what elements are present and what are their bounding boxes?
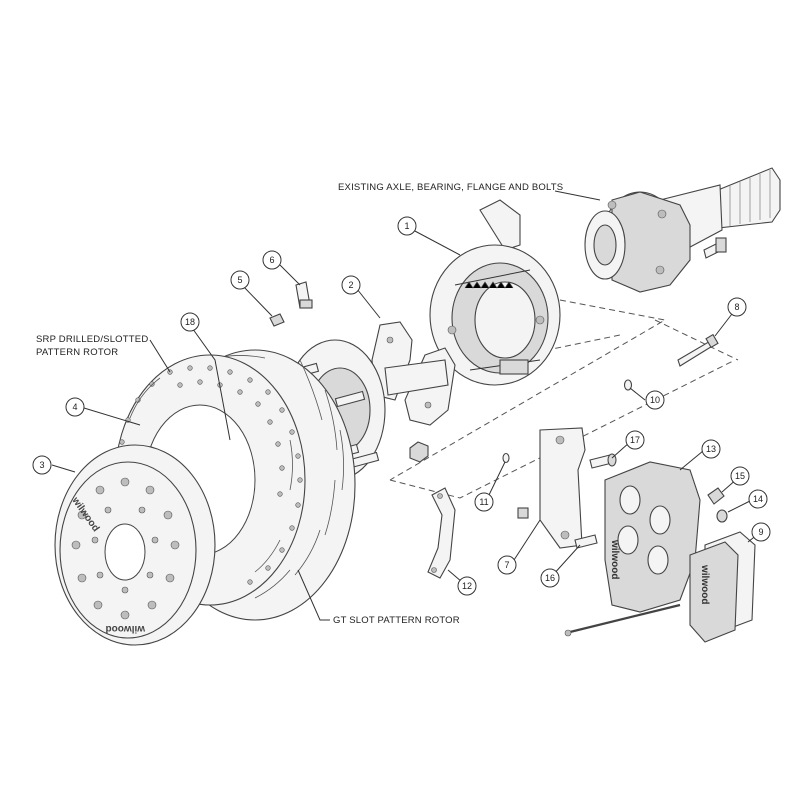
balloon-13: 13 xyxy=(701,439,721,459)
part-balloons: 1 2 3 4 5 6 7 8 9 10 11 12 13 14 15 16 1… xyxy=(32,216,771,596)
balloon-18: 18 xyxy=(180,312,200,332)
washer-5 xyxy=(269,313,285,327)
pad-brand: wilwood xyxy=(699,564,710,604)
balloon-7: 7 xyxy=(497,555,517,575)
svg-text:18: 18 xyxy=(185,317,195,327)
bolt-16 xyxy=(517,507,598,549)
balloon-9: 9 xyxy=(751,522,771,542)
bolt-17 xyxy=(589,453,617,469)
label-axle: EXISTING AXLE, BEARING, FLANGE AND BOLTS xyxy=(338,182,563,193)
alignment-lines xyxy=(329,299,739,499)
fitting-15 xyxy=(707,487,725,505)
caliper-bracket xyxy=(539,427,586,549)
svg-text:17: 17 xyxy=(630,435,640,445)
axle-assembly xyxy=(584,167,781,293)
balloon-8: 8 xyxy=(727,297,747,317)
washer-10 xyxy=(623,379,633,391)
svg-text:4: 4 xyxy=(72,402,77,412)
svg-text:16: 16 xyxy=(545,573,555,583)
balloon-15: 15 xyxy=(730,466,750,486)
drum-brand-bottom: wilwood xyxy=(106,623,146,634)
label-srp-line1: SRP DRILLED/SLOTTED xyxy=(36,334,148,345)
balloon-6: 6 xyxy=(262,250,282,270)
balloon-16: 16 xyxy=(540,568,560,588)
leader-lines xyxy=(51,190,759,621)
svg-text:8: 8 xyxy=(734,302,739,312)
svg-text:7: 7 xyxy=(504,560,509,570)
drum-hat: wilwood wilwood xyxy=(54,444,216,646)
svg-text:6: 6 xyxy=(269,255,274,265)
balloon-4: 4 xyxy=(65,397,85,417)
balloon-11: 11 xyxy=(474,492,494,512)
svg-text:10: 10 xyxy=(650,395,660,405)
label-srp-line2: PATTERN ROTOR xyxy=(36,347,118,358)
svg-text:13: 13 xyxy=(706,444,716,454)
label-gt: GT SLOT PATTERN ROTOR xyxy=(333,615,460,626)
fitting-14 xyxy=(716,509,728,523)
balloon-17: 17 xyxy=(625,430,645,450)
balloon-5: 5 xyxy=(230,270,250,290)
bracket-12 xyxy=(427,487,456,579)
pad-pin xyxy=(564,603,681,637)
svg-text:1: 1 xyxy=(404,221,409,231)
svg-text:11: 11 xyxy=(479,497,488,507)
caliper: wilwood xyxy=(604,461,701,613)
svg-text:15: 15 xyxy=(735,471,745,481)
axle-stub xyxy=(384,359,449,396)
balloon-3: 3 xyxy=(32,455,52,475)
svg-text:5: 5 xyxy=(237,275,242,285)
caliper-brand: wilwood xyxy=(609,539,620,579)
brake-pads: wilwood xyxy=(689,531,756,643)
svg-text:14: 14 xyxy=(753,494,763,504)
screw-6 xyxy=(295,281,313,309)
balloon-1: 1 xyxy=(397,216,417,236)
balloon-10: 10 xyxy=(645,390,665,410)
nut xyxy=(409,441,429,463)
washer-11 xyxy=(502,452,510,464)
balloon-2: 2 xyxy=(341,275,361,295)
svg-text:3: 3 xyxy=(39,460,44,470)
svg-text:2: 2 xyxy=(348,280,353,290)
svg-text:9: 9 xyxy=(758,527,763,537)
parking-brake-assembly xyxy=(429,199,561,386)
bolt-8 xyxy=(677,333,719,367)
svg-text:12: 12 xyxy=(462,581,472,591)
balloon-14: 14 xyxy=(748,489,768,509)
balloon-12: 12 xyxy=(457,576,477,596)
